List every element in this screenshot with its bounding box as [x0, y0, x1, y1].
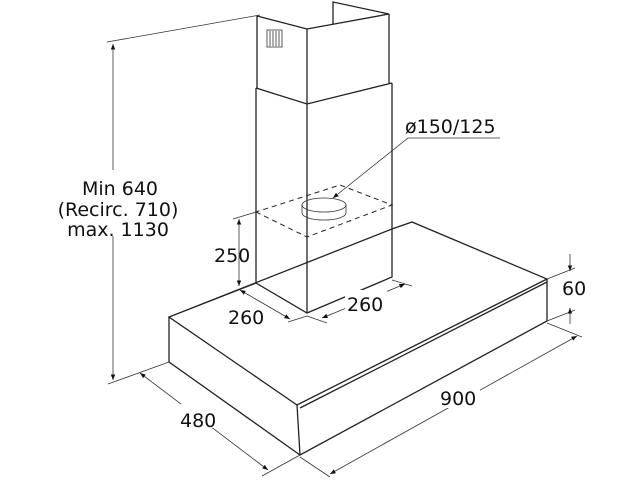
height-dimension: Min 640 (Recirc. 710) max. 1130 — [58, 14, 261, 385]
hood-thickness-label: 60 — [562, 278, 586, 300]
chimney-height-dimension: 250 — [214, 211, 257, 286]
lower-chimney — [254, 82, 394, 314]
vent-grille-icon — [266, 29, 283, 48]
height-max-label: max. 1130 — [67, 219, 169, 241]
duct-collar — [301, 197, 347, 221]
hood-width-dimension: 900 — [299, 322, 583, 478]
height-min-label: Min 640 — [82, 178, 158, 200]
chimney-height-label: 250 — [214, 245, 250, 267]
hood-depth-label: 480 — [180, 410, 216, 432]
duct-diameter-callout: ø150/125 — [332, 116, 500, 199]
chimney-depth-label: 260 — [228, 307, 264, 329]
chimney-width-label: 260 — [347, 294, 383, 316]
hood-width-label: 900 — [440, 388, 476, 410]
chimney-depth-dimension: 260 — [228, 289, 308, 329]
hood-depth-dimension: 480 — [139, 372, 301, 477]
hood-thickness-dimension: 60 — [546, 254, 586, 324]
duct-diameter-label: ø150/125 — [405, 116, 496, 138]
upper-chimney — [256, 1, 390, 104]
height-recirc-label: (Recirc. 710) — [58, 199, 179, 221]
chimney-width-dimension: 260 — [306, 279, 413, 324]
